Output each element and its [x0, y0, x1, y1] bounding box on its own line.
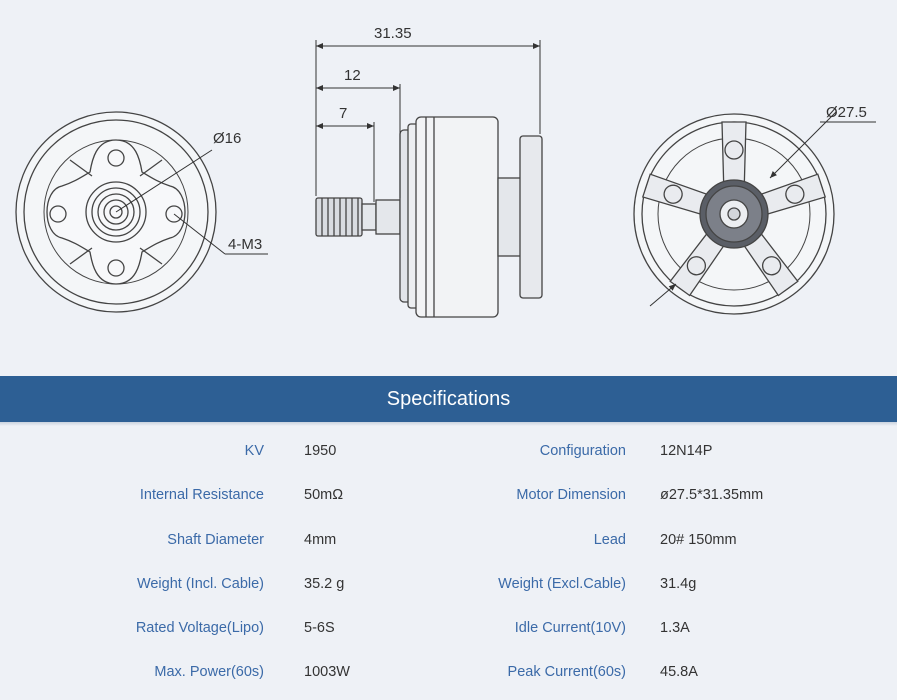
- base-diameter-label: Ø16: [213, 130, 241, 147]
- spec-value: 50mΩ: [304, 487, 344, 504]
- motor-side-view: [315, 116, 543, 318]
- bell-diameter-label: Ø27.5: [826, 104, 867, 121]
- spec-value: 1950: [304, 443, 337, 459]
- spec-row: Weight (Incl. Cable) 35.2 g Weight (Excl…: [0, 563, 897, 607]
- spec-value: 4mm: [304, 531, 337, 548]
- spec-label: Configuration: [539, 443, 626, 459]
- spec-label: Motor Dimension: [516, 487, 626, 504]
- spec-value: 1.3A: [660, 620, 690, 637]
- specifications-table: KV 1950 Configuration 12N14P Internal Re…: [0, 430, 897, 696]
- spec-label: KV: [244, 443, 264, 459]
- spec-label: Peak Current(60s): [507, 664, 626, 681]
- spec-label: Max. Power(60s): [154, 664, 264, 681]
- spec-row: Shaft Diameter 4mm Lead 20# 150mm: [0, 519, 897, 563]
- mid-length-dimension: 12: [344, 67, 361, 84]
- banner-shadow: [0, 422, 897, 426]
- motor-top-view: [633, 113, 835, 315]
- spec-value: 1003W: [304, 664, 350, 681]
- spec-label: Shaft Diameter: [167, 531, 264, 548]
- overall-length-dimension: 31.35: [374, 25, 412, 42]
- spec-label: Weight (Excl.Cable): [498, 575, 626, 592]
- spec-value: 5-6S: [304, 620, 335, 637]
- spec-row: KV 1950 Configuration 12N14P: [0, 430, 897, 474]
- spec-row: Max. Power(60s) 1003W Peak Current(60s) …: [0, 651, 897, 695]
- spec-value: 20# 150mm: [660, 531, 737, 548]
- spec-label: Rated Voltage(Lipo): [135, 620, 264, 637]
- spec-value: 31.4g: [660, 575, 697, 592]
- spec-row: Rated Voltage(Lipo) 5-6S Idle Current(10…: [0, 607, 897, 651]
- mount-screw-label: 4-M3: [228, 236, 262, 253]
- spec-value: 12N14P: [660, 443, 713, 459]
- spec-value: 45.8A: [660, 664, 698, 681]
- spec-row: Internal Resistance 50mΩ Motor Dimension…: [0, 474, 897, 518]
- shaft-length-dimension: 7: [339, 105, 347, 122]
- spec-label: Weight (Incl. Cable): [136, 575, 264, 592]
- spec-value: 35.2 g: [304, 575, 345, 592]
- motor-technical-drawing: Ø16 4-M3 31.35 12: [15, 25, 876, 318]
- spec-label: Idle Current(10V): [514, 620, 626, 637]
- spec-label: Internal Resistance: [139, 487, 264, 504]
- spec-value: ø27.5*31.35mm: [660, 487, 764, 504]
- specifications-banner: Specifications: [0, 376, 897, 422]
- specifications-title: Specifications: [386, 388, 511, 410]
- spec-label: Lead: [593, 531, 626, 548]
